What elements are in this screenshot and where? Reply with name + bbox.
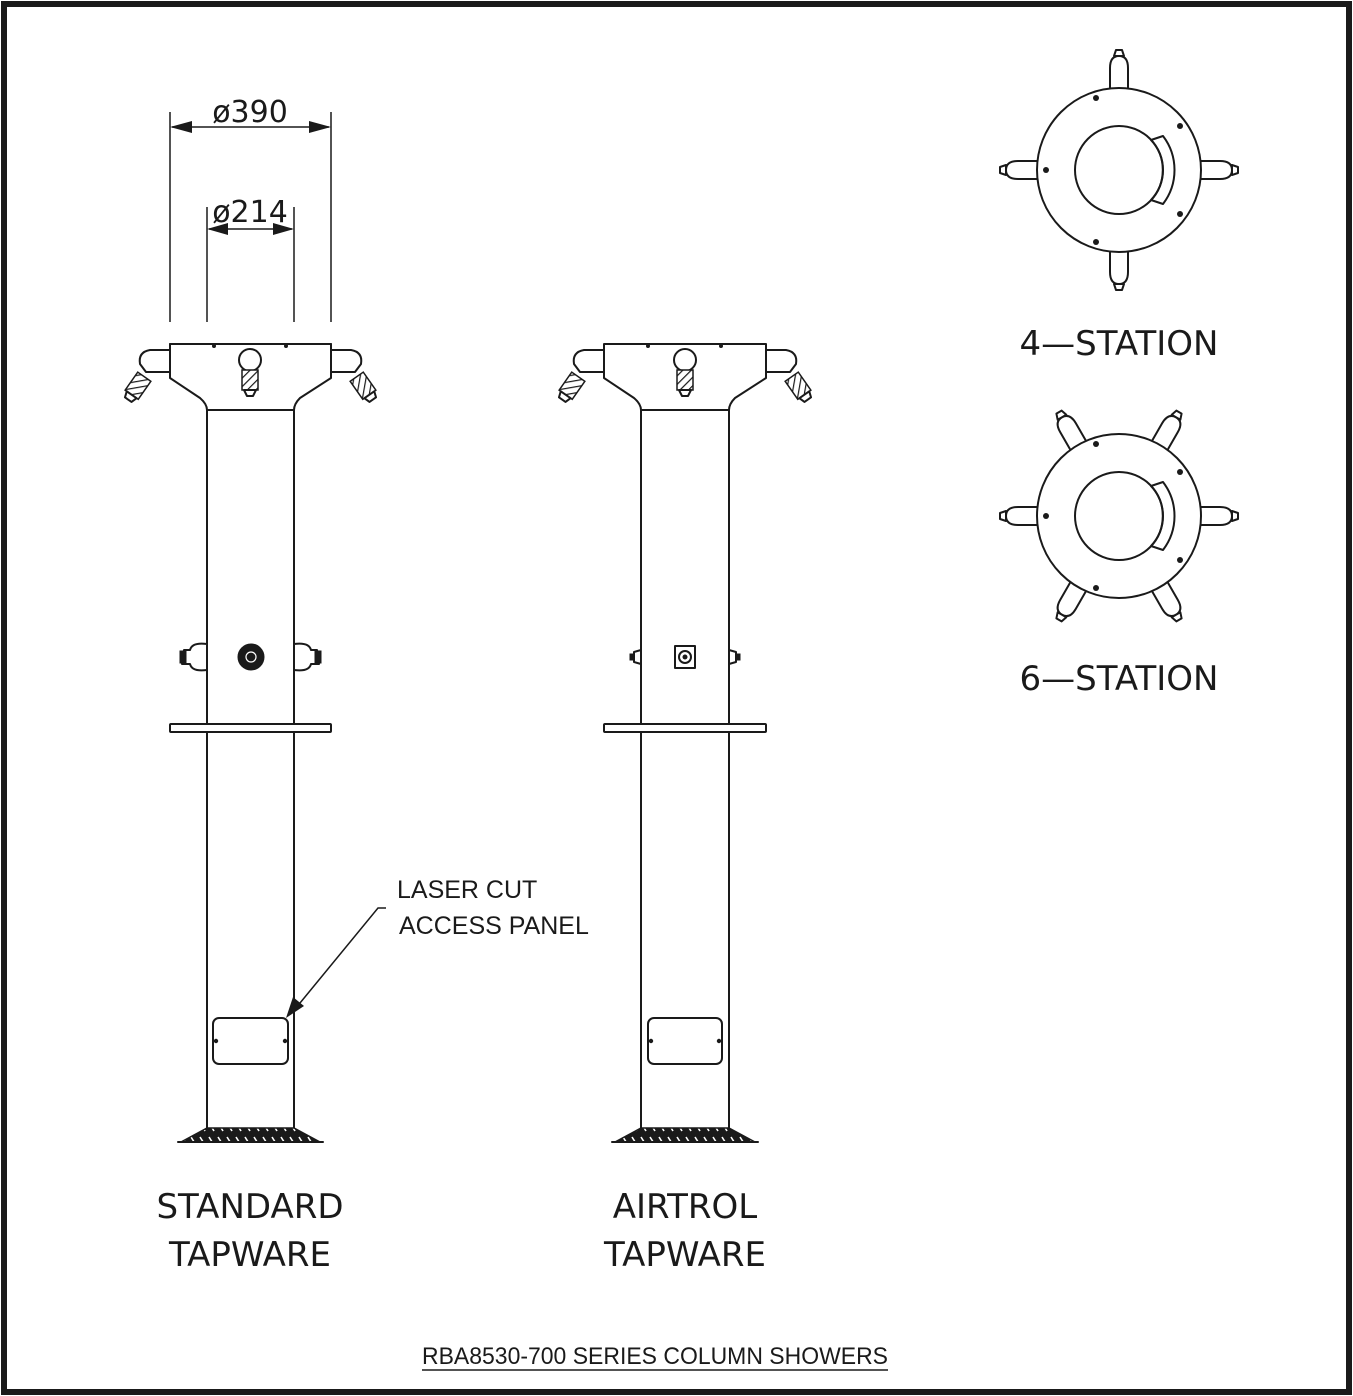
- dimension-outer-diameter: ø390: [169, 95, 332, 322]
- six-station-label: 6—STATION: [1020, 659, 1219, 699]
- four-station-label: 4—STATION: [1020, 324, 1219, 364]
- standard-label-line-2: TAPWARE: [168, 1235, 331, 1275]
- access-panel-callout: LASER CUT ACCESS PANEL: [286, 876, 589, 1018]
- four-station-plan-view: [999, 49, 1239, 291]
- six-station-plan-view: [999, 409, 1239, 623]
- inner-diameter-label: ø214: [212, 195, 288, 230]
- airtrol-label-line-2: TAPWARE: [603, 1235, 766, 1275]
- drawing-title: RBA8530-700 SERIES COLUMN SHOWERS: [422, 1343, 888, 1370]
- dimension-inner-diameter: ø214: [206, 195, 295, 322]
- airtrol-column-elevation: [557, 343, 813, 1143]
- standard-column-elevation: ø390 ø214: [123, 95, 378, 1143]
- outer-diameter-label: ø390: [212, 95, 288, 130]
- callout-line-1: LASER CUT: [397, 876, 537, 904]
- airtrol-label-line-1: AIRTROL: [613, 1187, 758, 1227]
- callout-line-2: ACCESS PANEL: [399, 912, 589, 940]
- standard-label-line-1: STANDARD: [156, 1187, 343, 1227]
